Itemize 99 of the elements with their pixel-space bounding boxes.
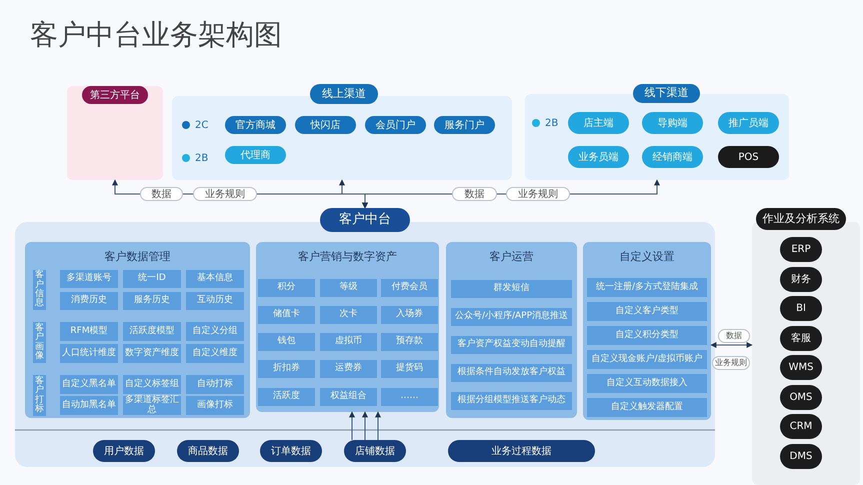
module-heading: 客户运营 [488,249,534,265]
system-pill: 客服 [780,326,822,351]
feature-cell: 多渠道账号 [60,270,118,288]
section-heading-pill: 作业及分析系统 [756,208,846,230]
feature-cell: …… [381,388,438,406]
data-source-pill: 商品数据 [177,440,239,462]
channel-pill: 官方商城 [225,116,286,134]
flow-tag: 业务规则 [506,187,570,201]
feature-cell: 消费历史 [60,292,118,310]
feature-cell: 自定义积分类型 [587,326,707,345]
system-pill: WMS [780,355,822,380]
feature-cell: 积分 [258,279,315,297]
feature-cell: 自定义互动数据接入 [587,374,707,393]
system-pill: ERP [780,237,822,262]
feature-cell: 储值卡 [258,306,315,324]
feature-cell: RFM模型 [60,322,118,341]
feature-cell: 服务历史 [123,292,181,310]
system-pill: CRM [780,414,822,439]
feature-cell: 人口统计维度 [60,344,118,363]
feature-cell: 公众号/小程序/APP消息推送 [451,308,572,326]
feature-cell: 活跃度模型 [123,322,181,341]
channel-pill: 导购端 [642,112,703,134]
data-source-pill: 业务过程数据 [448,440,595,462]
feature-cell: 数字资产维度 [123,344,181,363]
arrow [375,411,381,440]
channel-pill: 快闪店 [295,116,356,134]
feature-cell: 统一ID [123,270,181,288]
feature-cell: 自定义标签组 [123,375,181,394]
channel-pill: 推广员端 [718,112,779,134]
feature-cell: 群发短信 [451,280,572,298]
row-group-label: 客户画像 [33,322,46,363]
channel-pill: 服务门户 [434,116,495,134]
feature-cell: 自定义分组 [186,322,244,341]
section-heading-pill: 线下渠道 [633,84,700,103]
flow-tag: 业务规则 [712,356,750,370]
flow-tag: 数据 [140,187,183,201]
data-source-pill: 订单数据 [260,440,322,462]
feature-cell: 次卡 [320,306,377,324]
feature-cell: 统一注册/多方式登陆集成 [587,278,707,297]
feature-cell: 自定义维度 [186,344,244,363]
flow-tag: 数据 [718,329,750,343]
feature-cell: 运费券 [320,360,377,378]
feature-cell: 权益组合 [320,388,377,406]
feature-cell: 根据分组模型推送客户动态 [451,392,572,410]
channel-pill: 店主端 [568,112,629,134]
feature-cell: 自定义触发器配置 [587,398,707,417]
feature-cell: 基本信息 [186,270,244,288]
channel-pill: 经销商端 [642,146,703,168]
channel-pill: 业务员端 [568,146,629,168]
feature-cell: 画像打标 [186,396,244,415]
section-heading-pill: 线上渠道 [310,84,378,104]
feature-cell: 自定义黑名单 [60,375,118,394]
data-source-pill: 店铺数据 [344,440,406,462]
channel-pill: POS [718,146,779,168]
section-heading-pill: 第三方平台 [82,86,148,104]
section-heading-pill: 客户中台 [320,208,410,232]
feature-cell: 提货码 [381,360,438,378]
feature-cell: 自动加黑名单 [60,396,118,415]
feature-cell: 互动历史 [186,292,244,310]
row-group-label: 客户信息 [33,270,46,310]
channel-pill: 会员门户 [365,116,426,134]
module-heading: 客户营销与数字资产 [297,249,398,265]
feature-cell: 付费会员 [381,279,438,297]
flow-tag: 数据 [452,187,497,201]
diagram-title: 客户中台业务架构图 [30,17,282,53]
feature-cell: 自动打标 [186,375,244,394]
platform-panel [67,86,163,180]
flow-tag: 业务规则 [193,187,257,201]
segment-label: 2B [545,116,558,130]
module-panel [256,242,439,412]
segment-label: 2C [195,118,208,132]
feature-cell: 根据条件自动发放客户权益 [451,364,572,382]
feature-cell: 客户资产权益变动自动提醒 [451,336,572,354]
module-heading: 客户数据管理 [104,249,172,265]
module-panel [25,242,250,418]
row-group-label: 客户打标 [33,375,46,416]
module-panel [446,242,577,418]
arrow [710,342,753,348]
system-pill: BI [780,296,822,321]
feature-cell: 自定义客户类型 [587,302,707,321]
feature-cell: 活跃度 [258,388,315,406]
data-source-pill: 用户数据 [93,440,155,462]
feature-cell: 等级 [320,279,377,297]
arrow [362,411,368,440]
module-heading: 自定义设置 [618,249,676,265]
feature-cell: 入场券 [381,306,438,324]
system-pill: 财务 [780,267,822,292]
feature-cell: 虚拟币 [320,333,377,351]
system-pill: OMS [780,385,822,410]
feature-cell: 预存款 [381,333,438,351]
system-pill: DMS [780,444,822,469]
module-panel [583,242,711,420]
feature-cell: 自定义现金账户/虚拟币账户 [587,350,707,369]
arrow [349,411,355,440]
feature-cell: 钱包 [258,333,315,351]
feature-cell: 多渠道标签汇总 [123,396,181,415]
channel-pill: 代理商 [225,146,286,164]
feature-cell: 折扣券 [258,360,315,378]
segment-label: 2B [195,152,208,166]
